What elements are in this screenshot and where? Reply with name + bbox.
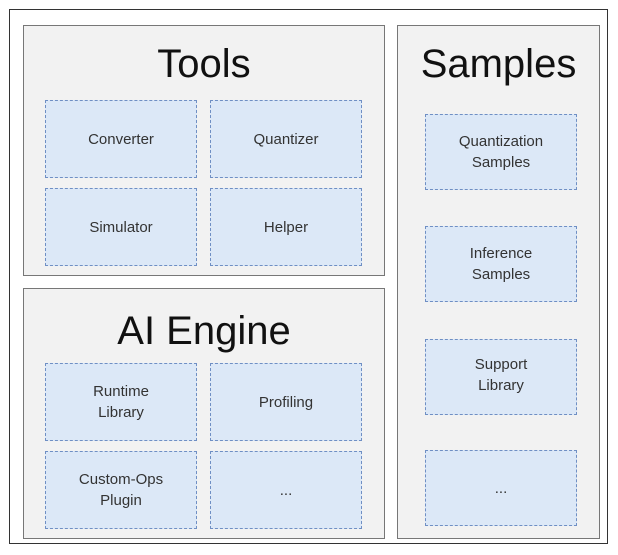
quantization-samples-box: Quantization Samples xyxy=(425,114,577,190)
samples-title: Samples xyxy=(420,42,577,86)
support-library-box: Support Library xyxy=(425,339,577,415)
simulator-box: Simulator xyxy=(45,188,197,266)
samples-ellipsis-box: ... xyxy=(425,450,577,526)
custom-ops-plugin-box: Custom-Ops Plugin xyxy=(45,451,197,529)
helper-box: Helper xyxy=(210,188,362,266)
inference-samples-box: Inference Samples xyxy=(425,226,577,302)
ellipsis-box: ... xyxy=(210,451,362,529)
quantizer-box: Quantizer xyxy=(210,100,362,178)
profiling-box: Profiling xyxy=(210,363,362,441)
converter-box: Converter xyxy=(45,100,197,178)
samples-panel: Samples Quantization Samples Inference S… xyxy=(397,25,600,539)
tools-panel: Tools Converter Quantizer Simulator Help… xyxy=(23,25,385,276)
tools-title: Tools xyxy=(157,42,251,86)
runtime-library-box: Runtime Library xyxy=(45,363,197,441)
ai-engine-panel: AI Engine Runtime Library Profiling Cust… xyxy=(23,288,385,539)
ai-engine-title: AI Engine xyxy=(117,309,291,353)
